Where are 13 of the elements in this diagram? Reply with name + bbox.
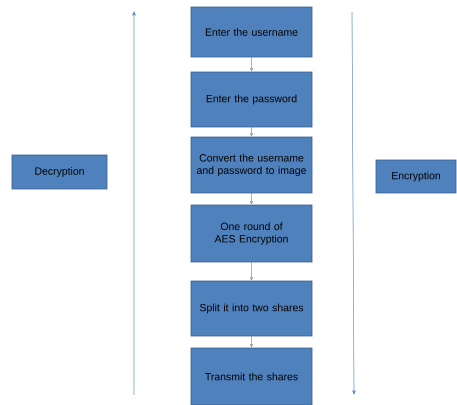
process-box: One round of AES Encryption bbox=[190, 204, 312, 262]
arrow bbox=[250, 127, 253, 136]
arrow bbox=[250, 336, 253, 348]
arrow bbox=[250, 262, 253, 280]
arrow bbox=[250, 193, 253, 204]
arrow bbox=[250, 57, 253, 72]
process-box: Enter the username bbox=[190, 6, 312, 58]
process-box: Split it into two shares bbox=[190, 280, 312, 336]
process-box: Encryption bbox=[376, 160, 456, 194]
process-box: Decryption bbox=[12, 154, 108, 190]
process-box: Transmit the shares bbox=[190, 348, 312, 405]
process-box: Enter the password bbox=[190, 72, 312, 128]
process-box: Convert the username and password to image bbox=[190, 136, 312, 194]
